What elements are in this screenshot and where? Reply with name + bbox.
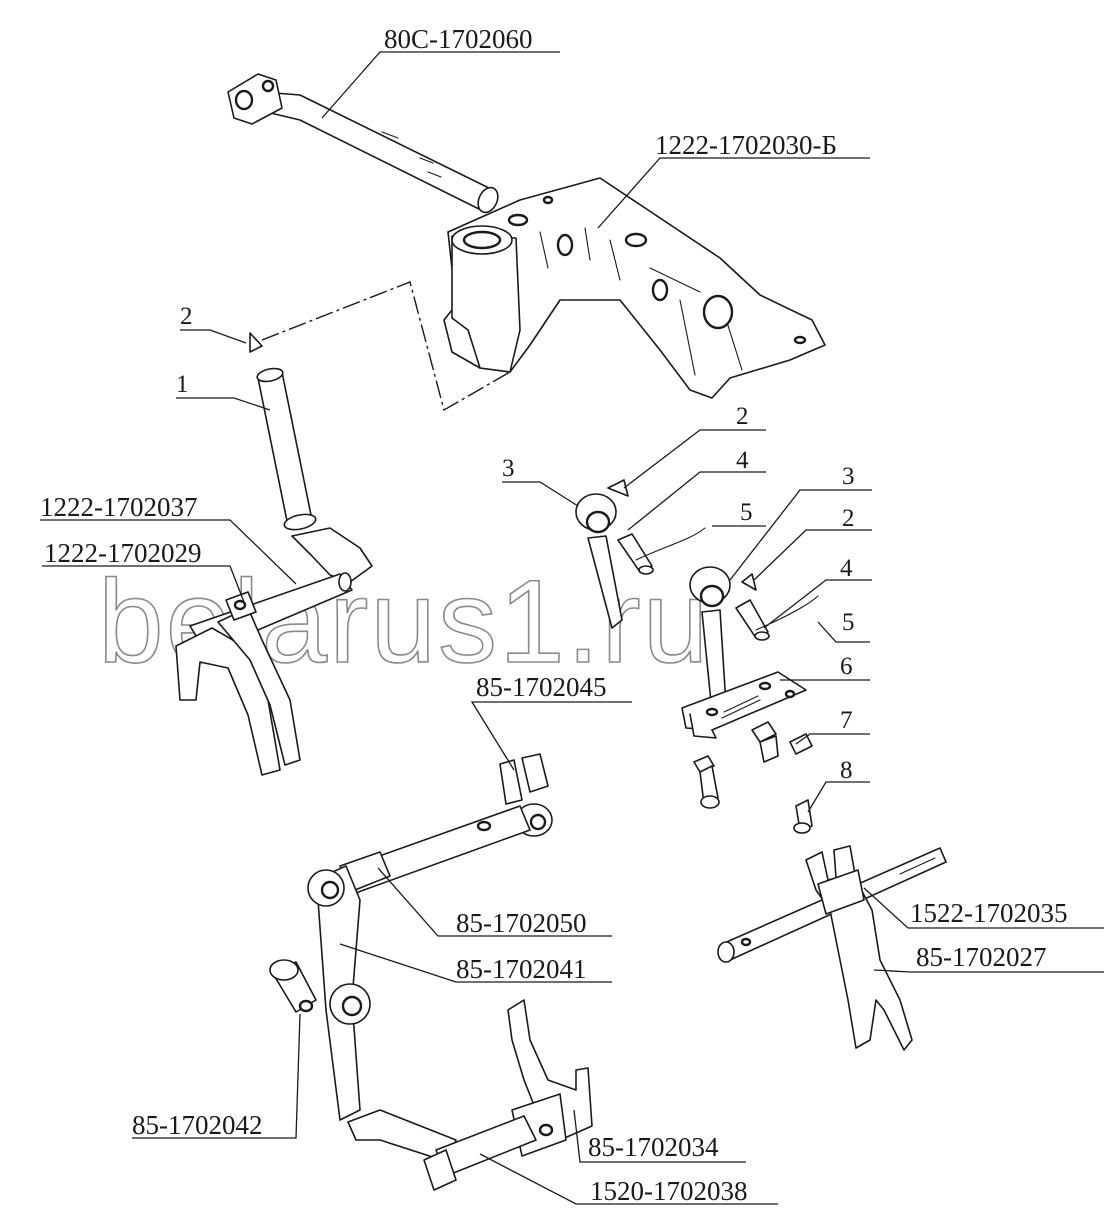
leader-lines bbox=[40, 51, 1104, 1205]
part-wire-5-b bbox=[755, 595, 819, 631]
part-pin-4-b bbox=[735, 599, 770, 641]
part-nut-7 bbox=[751, 721, 813, 763]
label-85-1702045: 85-1702045 bbox=[476, 672, 607, 702]
label-85-1702027: 85-1702027 bbox=[916, 942, 1047, 972]
assembly-axis-line bbox=[261, 281, 511, 412]
label-item-6: 6 bbox=[840, 653, 853, 680]
label-item-1: 1 bbox=[176, 371, 189, 398]
part-bolt-8 bbox=[693, 755, 813, 834]
label-item-5-b: 5 bbox=[842, 609, 855, 636]
label-1520-1702038: 1520-1702038 bbox=[590, 1176, 748, 1206]
label-item-2-left: 2 bbox=[180, 303, 193, 330]
label-item-7: 7 bbox=[840, 707, 853, 734]
label-1522-1702035: 1522-1702035 bbox=[910, 898, 1068, 928]
part-housing-1222-1702030-b bbox=[443, 177, 826, 399]
part-lever-85-1702041 bbox=[307, 865, 371, 1121]
part-pin-85-1702042 bbox=[269, 959, 317, 1013]
label-item-5-a: 5 bbox=[740, 499, 753, 526]
label-1222-1702029: 1222-1702029 bbox=[44, 538, 202, 568]
label-item-4-b: 4 bbox=[840, 555, 853, 582]
label-item-2-b: 2 bbox=[842, 505, 855, 532]
part-rod-85-1702050 bbox=[339, 805, 531, 896]
label-item-3-b: 3 bbox=[842, 463, 855, 490]
part-key-2-a bbox=[607, 479, 629, 497]
label-item-2-a: 2 bbox=[736, 403, 749, 430]
label-85-1702042: 85-1702042 bbox=[132, 1110, 263, 1140]
part-fork-85-1702027 bbox=[805, 845, 913, 1051]
part-shaft-1 bbox=[256, 367, 317, 531]
label-1222-1702037: 1222-1702037 bbox=[40, 492, 198, 522]
part-lever-3-b bbox=[689, 566, 731, 713]
part-fork-1222-1702037 bbox=[175, 527, 373, 776]
label-item-4-a: 4 bbox=[736, 447, 749, 474]
label-85-1702034: 85-1702034 bbox=[588, 1132, 719, 1162]
part-rod-1520-1702038 bbox=[423, 1115, 537, 1191]
part-key-2-b bbox=[741, 573, 757, 591]
label-item-3-a: 3 bbox=[502, 455, 515, 482]
part-plate-6 bbox=[681, 671, 807, 739]
part-pin-4-a bbox=[617, 533, 654, 575]
part-key-2-left bbox=[249, 332, 263, 353]
part-shaft-80c-1702060 bbox=[227, 73, 499, 214]
label-85-1702041: 85-1702041 bbox=[456, 954, 587, 984]
label-1222-1702030-b: 1222-1702030-Б bbox=[655, 130, 837, 160]
part-wire-5-a bbox=[635, 527, 706, 561]
label-80c-1702060: 80С-1702060 bbox=[384, 24, 533, 54]
label-85-1702050: 85-1702050 bbox=[456, 908, 587, 938]
part-lever-3-a bbox=[575, 493, 623, 629]
label-item-8: 8 bbox=[840, 757, 853, 784]
part-head-1222-1702029 bbox=[225, 591, 257, 621]
